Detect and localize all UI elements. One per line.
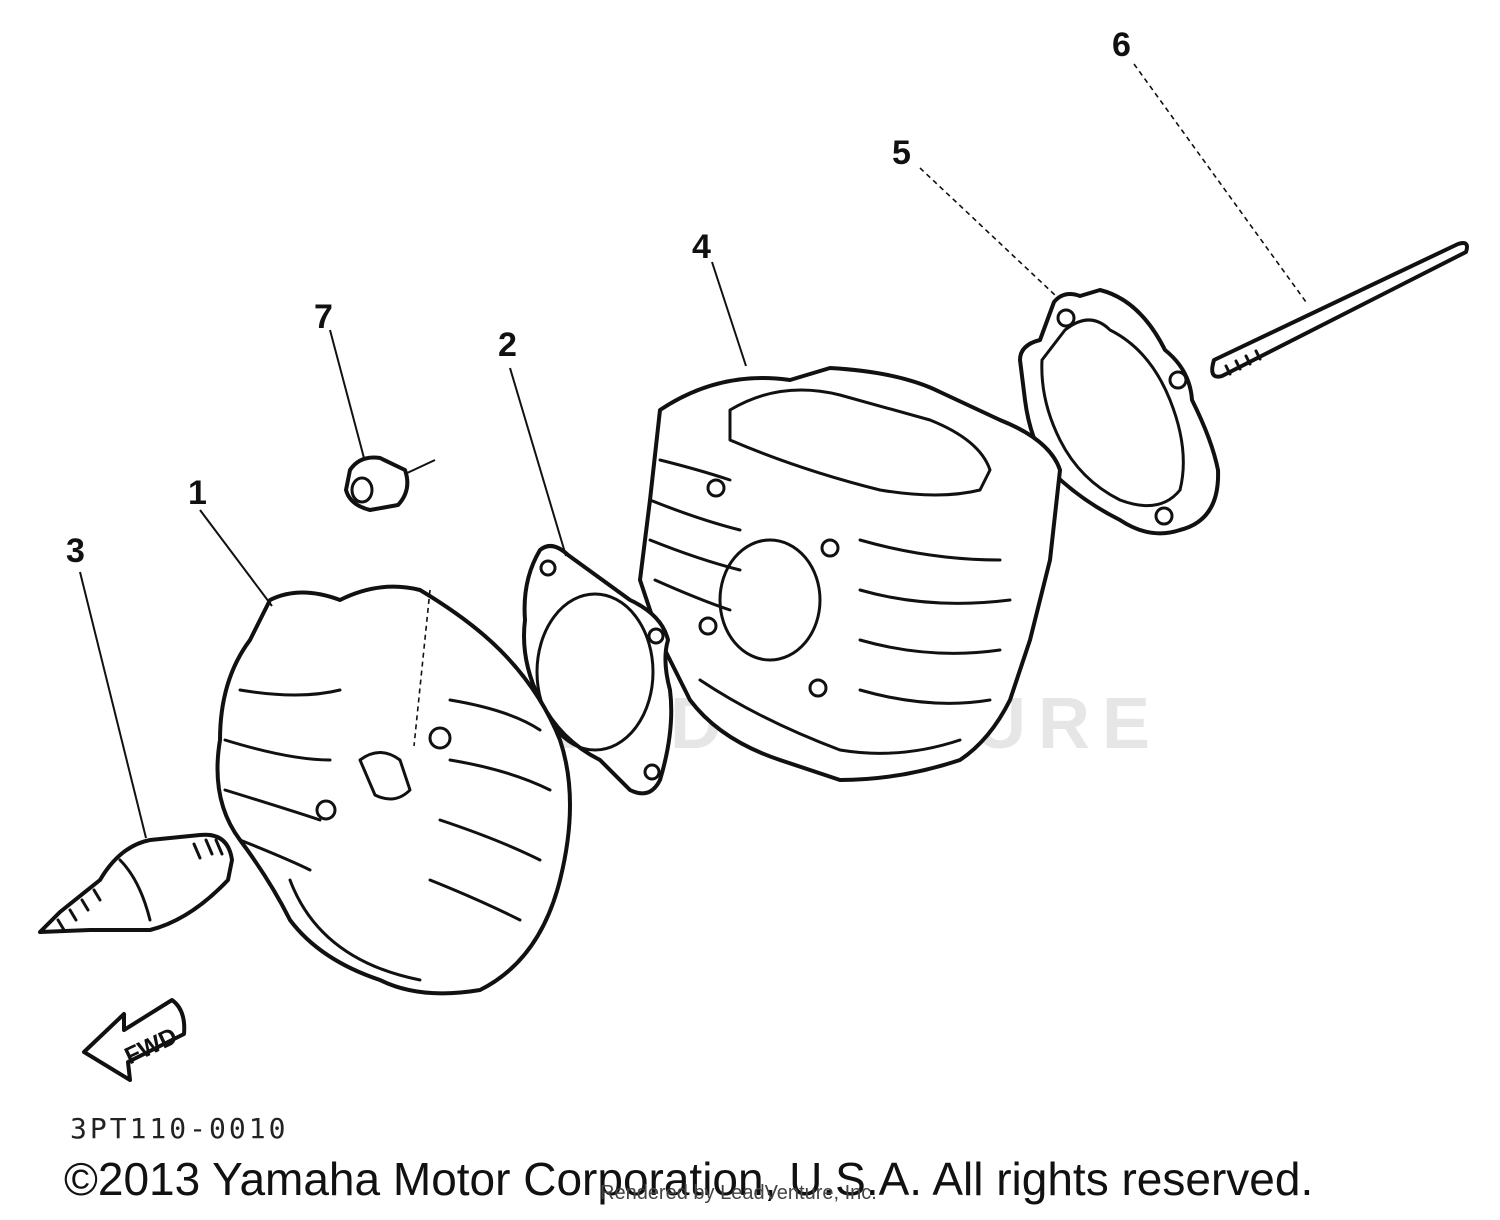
part-1-cylinder-head: [215, 584, 572, 996]
diagram-code: 3PT110-0010: [70, 1112, 289, 1145]
forward-direction-arrow: FWD: [82, 998, 187, 1082]
part-2-head-gasket: [522, 544, 674, 796]
part-5-cylinder-gasket: [1018, 288, 1221, 536]
part-3-spark-plug: [38, 832, 234, 934]
callout-2: 2: [498, 326, 517, 364]
leader-lines: [79, 63, 1307, 839]
callout-6: 6: [1112, 26, 1131, 64]
copyright-notice: ©2013 Yamaha Motor Corporation, U.S.A. A…: [64, 1153, 1314, 1205]
callout-3: 3: [66, 532, 85, 570]
callout-5: 5: [892, 134, 911, 172]
part-4-cylinder: [638, 366, 1062, 782]
part-7-nut: [344, 455, 436, 512]
callout-7: 7: [314, 298, 333, 336]
callout-1: 1: [188, 474, 207, 512]
part-6-stud-bolt: [1210, 241, 1469, 379]
callout-4: 4: [692, 228, 711, 266]
rendered-by-notice: Rendered by LeadVenture, Inc.: [600, 1182, 877, 1204]
